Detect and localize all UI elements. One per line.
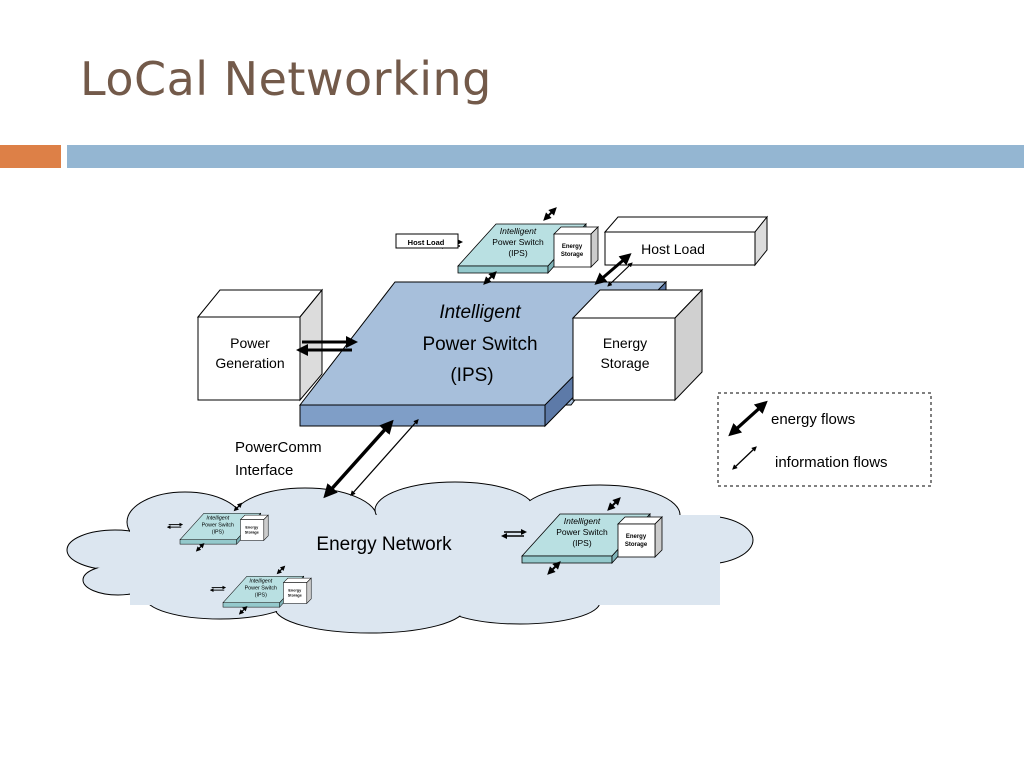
- ips-label-line1: Intelligent: [439, 302, 521, 323]
- legend-information-flows: information flows: [775, 454, 888, 471]
- mini-storage-label-line2: Storage: [561, 252, 584, 258]
- power-generation-label-line1: Power: [230, 335, 270, 351]
- energy-storage-box: [571, 288, 704, 402]
- mini-host-load-label: Host Load: [408, 238, 445, 247]
- mini-energy-arrow-icon: [276, 565, 286, 575]
- energy-flows-arrow-icon: [728, 400, 768, 437]
- host-load-label: Host Load: [641, 241, 705, 257]
- mini-ips-label-line3: (IPS): [508, 248, 528, 258]
- mini-ips-label-line3: (IPS): [572, 538, 592, 548]
- mini-network-arrow-icon: [195, 542, 205, 552]
- energy-network-label: Energy Network: [316, 534, 452, 555]
- mini-ips-label-line3: (IPS): [212, 529, 224, 535]
- mini-storage-label-line2: Storage: [245, 530, 259, 534]
- mini-storage-label-line1: Energy: [626, 534, 647, 540]
- energy-network-cloud: [66, 481, 754, 634]
- mini-storage-label-line2: Storage: [625, 542, 648, 548]
- mini-energy-arrow-icon: [543, 207, 557, 221]
- mini-ips-label-line1: Intelligent: [564, 516, 601, 526]
- energy-storage-label-line1: Energy: [603, 335, 647, 351]
- mini-network-arrow-icon: [483, 271, 497, 285]
- ips-label-line2: Power Switch: [422, 334, 537, 355]
- mini-ips-label-line1: Intelligent: [206, 516, 229, 522]
- slide-title: LoCal Networking: [80, 52, 492, 106]
- mini-network-arrow-icon: [547, 561, 561, 575]
- title-accent-bar: [0, 145, 61, 168]
- legend-energy-flows: energy flows: [771, 411, 855, 428]
- powercomm-label-line2: Interface: [235, 462, 293, 479]
- power-generation-label-line2: Generation: [215, 355, 284, 371]
- main-arrows: [296, 253, 633, 499]
- mini-storage-label-line2: Storage: [288, 593, 302, 597]
- mini-ips-label-line2: Power Switch: [202, 522, 234, 528]
- mini-storage-label-line1: Energy: [288, 588, 302, 592]
- mini-storage-label-line1: Energy: [245, 525, 259, 529]
- energy-storage-label-line2: Storage: [600, 355, 649, 371]
- power-generation-box: [196, 288, 324, 402]
- mini-energy-arrow-icon: [607, 497, 621, 511]
- mini-ips-label-line1: Intelligent: [249, 579, 272, 585]
- mini-ips-label-line2: Power Switch: [245, 585, 277, 591]
- mini-energy-arrow-icon: [233, 502, 243, 512]
- mini-ips-label-line1: Intelligent: [500, 226, 537, 236]
- mini-ips-label-line2: Power Switch: [556, 527, 608, 537]
- mini-storage-label-line1: Energy: [562, 244, 583, 250]
- legend: energy flows information flows: [717, 392, 932, 487]
- mini-network-arrow-icon: [238, 605, 248, 615]
- powercomm-label-line1: PowerComm: [235, 439, 322, 456]
- mini-ips-label-line2: Power Switch: [492, 237, 544, 247]
- information-flows-arrow-icon: [732, 446, 757, 470]
- title-rule: [67, 145, 1024, 168]
- ips-label-line3: (IPS): [450, 365, 493, 386]
- mini-ips-label-line3: (IPS): [255, 592, 267, 598]
